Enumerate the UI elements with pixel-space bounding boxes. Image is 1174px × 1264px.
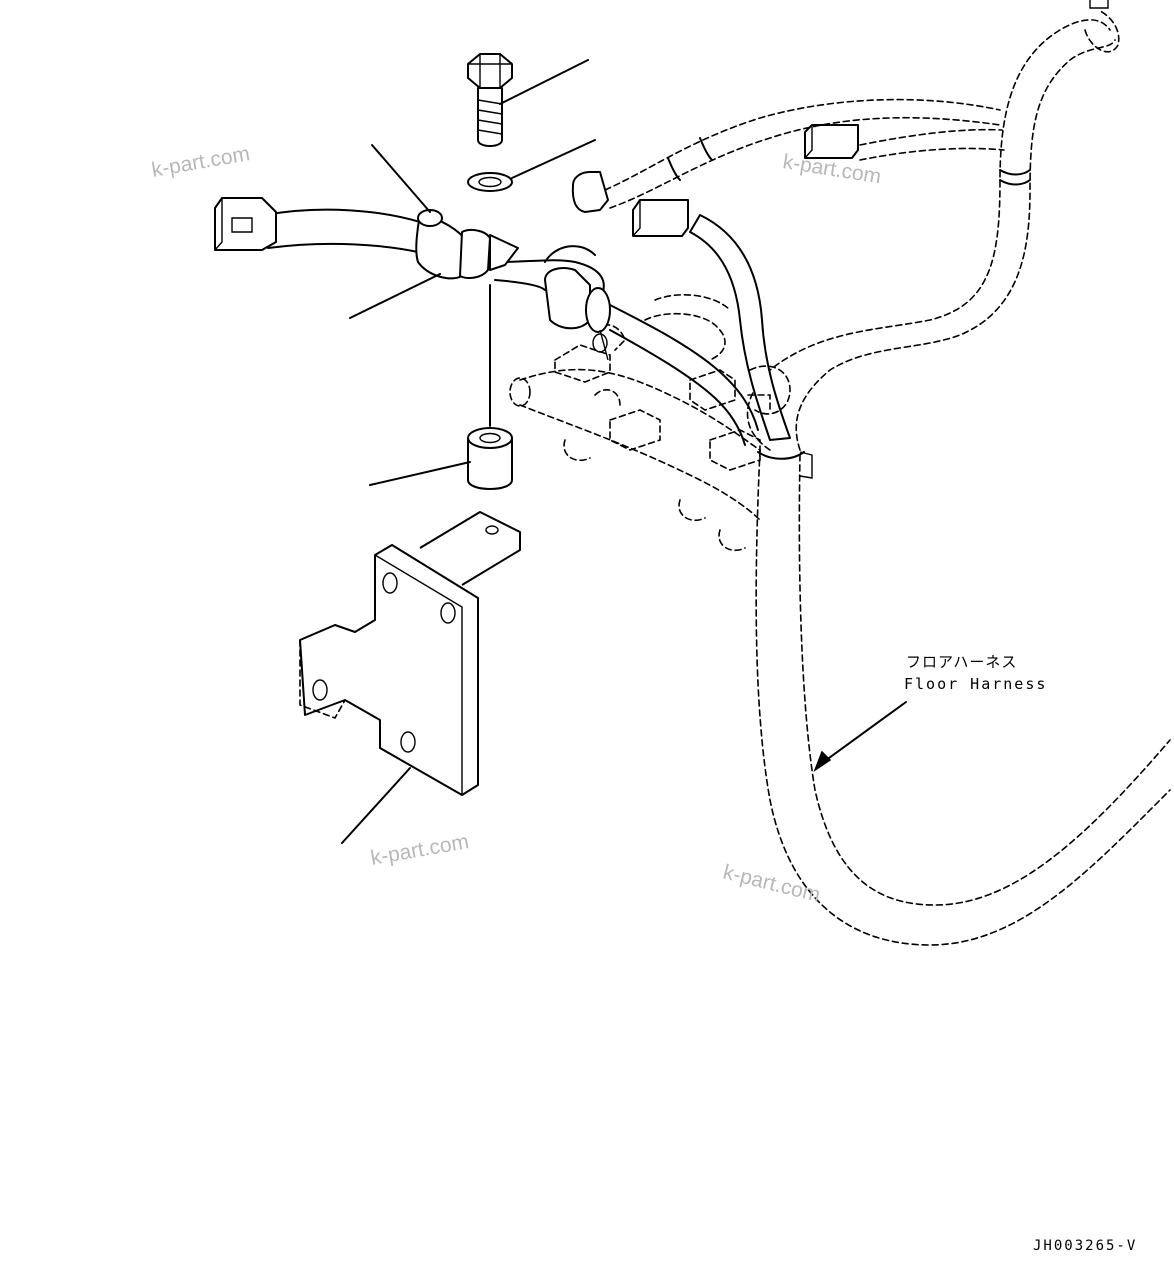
leader-lines [341, 59, 907, 844]
washer-part [467, 172, 513, 192]
spacer-part [467, 427, 513, 490]
floor-harness [571, 0, 1171, 946]
clamped-harness [214, 197, 759, 446]
bracket-part [299, 511, 521, 796]
floor-harness-label-jp: フロアハーネス [906, 653, 1017, 671]
watermark: k-part.com [721, 861, 823, 907]
drawing-code: JH003265-V [1033, 1238, 1137, 1254]
bolt-part [467, 53, 513, 147]
watermark: k-part.com [150, 142, 252, 182]
floor-harness-label-en: Floor Harness [904, 675, 1047, 693]
hydraulic-rail [509, 294, 791, 552]
watermark: k-part.com [369, 830, 471, 870]
